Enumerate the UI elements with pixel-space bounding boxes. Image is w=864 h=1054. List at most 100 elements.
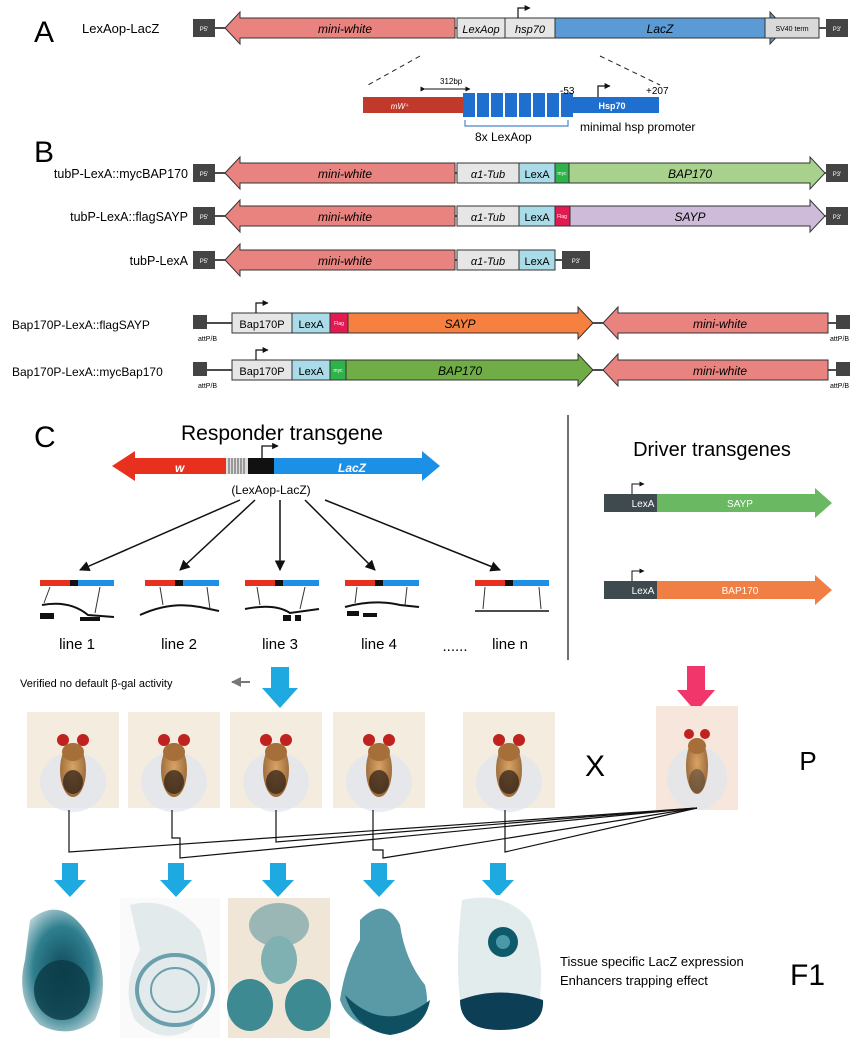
driver-bap170-arrow [657,575,832,605]
promoter-label: Bap170P [239,366,284,378]
p3-label: P3' [833,215,841,221]
tissue-5 [454,895,546,1035]
bp312-label: 312bp [440,77,463,86]
fly-1 [27,712,119,812]
responder-w-label: w [175,461,185,475]
panel-c-letter: C [34,421,56,454]
tissue-1 [14,898,114,1038]
driver-sayp: LexA SAYP [604,481,832,518]
tissue-2 [120,898,220,1038]
minimal-hsp-label: minimal hsp promoter [580,120,695,134]
tissue-note-1: Tissue specific LacZ expression [560,954,744,969]
p5-label: P5' [200,259,208,265]
fly-images [27,706,738,812]
cross-lines [68,807,698,859]
construct-a-label: LexAop-LacZ [82,21,159,36]
line-label-3: line 3 [262,636,298,653]
attpb-label: attP/B [198,383,217,390]
responder-lexaop-stripes [226,458,248,474]
f1-arrows [54,863,514,897]
driver-parent-arrow [677,666,715,712]
construct-bap170p-mycbap170: Bap170P-LexA::mycBap170 attP/B Bap170P L… [12,347,850,390]
cross-symbol: X [585,750,605,783]
lexa-label: LexA [524,169,550,181]
p3-label: P3' [833,172,841,178]
lexaop-repeats [463,93,573,117]
promoter-arrow-zoom [597,83,611,97]
flag-label: Flag [557,214,567,220]
plus207-label: +207 [646,86,669,97]
hsp70-label: hsp70 [515,24,546,36]
line-label-4: line 4 [361,636,397,653]
sv40-label: SV40 term [775,26,808,33]
driver-gene-label: SAYP [727,499,753,510]
construct-label: tubP-LexA::mycBAP170 [54,167,188,181]
tissue-4 [336,898,438,1038]
construct-label: tubP-LexA [130,254,189,268]
gene-label: SAYP [674,210,705,224]
responder-hsp-box [248,458,274,474]
lexa-label: LexA [298,319,324,331]
mini-white-label-a: mini-white [318,22,372,36]
driver-gene-label: BAP170 [722,586,759,597]
parental-label: P [799,746,816,776]
flag-label: Flag [334,321,344,327]
driver-lexa-label: LexA [632,586,655,597]
zoom-hsp70-label: Hsp70 [598,101,625,111]
gene-label: BAP170 [438,364,482,378]
responder-caption: (LexAop-LacZ) [231,483,310,497]
zoom-mw-label: mW⁺ [391,102,409,111]
responder-lacz-label: LacZ [338,461,367,475]
a1tub-label: α1-Tub [471,169,505,181]
p5-label: P5' [200,172,208,178]
panel-a: A LexAop-LacZ P5' mini-white LexAop hsp7… [34,5,848,144]
panel-c: C Responder transgene w LacZ (LexAop-Lac… [14,415,832,1038]
line-label-2: line 2 [161,636,197,653]
p3-box-a [826,19,848,37]
fly-n [463,712,555,812]
p5-label: P5' [200,215,208,221]
mini-white-label: mini-white [318,167,372,181]
driver-sayp-arrow [657,488,832,518]
mini-white-label: mini-white [693,317,747,331]
lacz-label-a: LacZ [647,22,674,36]
mini-white-label: mini-white [318,254,372,268]
p3-label: P3' [572,259,580,265]
myc-label: myc [557,171,567,177]
attpb-label: attP/B [830,383,849,390]
sv40-box [764,17,820,39]
tissue-note-2: Enhancers trapping effect [560,973,708,988]
construct-label: tubP-LexA::flagSAYP [70,210,188,224]
construct-label: Bap170P-LexA::flagSAYP [12,318,150,332]
construct-tubp-flagsayp: tubP-LexA::flagSAYP P5' mini-white α1-Tu… [70,198,848,234]
a1tub-label: α1-Tub [471,256,505,268]
gene-label: BAP170 [668,167,712,181]
construct-bap170p-flagsayp: Bap170P-LexA::flagSAYP attP/B Bap170P Le… [12,300,850,343]
p5-box [193,19,215,37]
responder-title: Responder transgene [181,422,383,445]
f1-label: F1 [790,959,825,992]
construct-tubp-lexa: tubP-LexA P5' mini-white α1-Tub LexA P3' [130,242,590,278]
p3-label-a: P3' [833,27,841,33]
lexa-label: LexA [524,212,550,224]
fly-4 [333,712,425,812]
panel-b-letter: B [34,136,54,169]
insertion-icons [40,580,549,621]
fly-driver [656,706,738,810]
mini-white-label: mini-white [318,210,372,224]
construct-label: Bap170P-LexA::mycBap170 [12,365,163,379]
a1tub-label: α1-Tub [471,212,505,224]
myc-label: myc [333,368,343,374]
driver-bap170: LexA BAP170 [604,568,832,605]
minus53-label: -53 [560,86,575,97]
lexaop8x-label: 8x LexAop [475,130,532,144]
line-label-n: line n [492,636,528,653]
line-label-1: line 1 [59,636,95,653]
driver-title: Driver transgenes [633,439,791,461]
construct-tubp-mycbap170: tubP-LexA::mycBAP170 P5' mini-white α1-T… [54,155,848,191]
responder-w-arrow [112,451,226,481]
tissue-3 [227,898,331,1038]
mini-white-arrow-a [224,10,456,46]
